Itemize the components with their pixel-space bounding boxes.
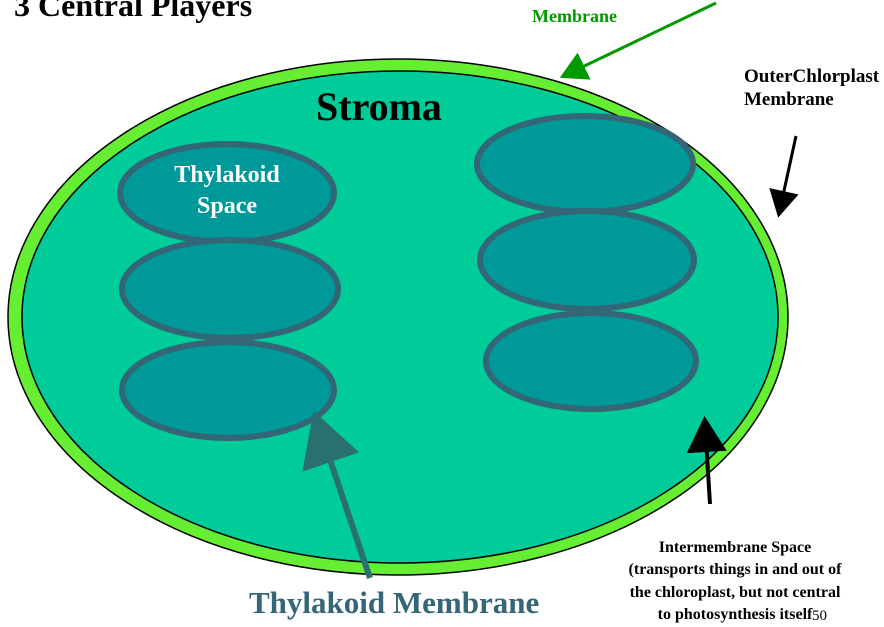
thylakoid-left-3 (122, 342, 334, 438)
thylakoid-right-3 (486, 313, 696, 409)
thylakoid-space-label: Thylakoid Space (118, 160, 336, 222)
intermembrane-label-line-2: (transports things in and out of (578, 559, 884, 581)
thylakoid-space-label-line-2: Space (118, 191, 336, 222)
thylakoid-space-label-line-1: Thylakoid (118, 160, 336, 191)
outer-membrane-label-line-1: OuterChlorplast (744, 66, 879, 89)
outer-membrane-label-line-2: Membrane (744, 89, 879, 112)
outer-membrane-arrow (782, 136, 796, 200)
intermembrane-label-line-1: Intermembrane Space (578, 537, 884, 559)
slide-title: 3 Central Players (14, 0, 252, 24)
stroma-label: Stroma (316, 84, 442, 130)
thylakoid-right-1 (477, 116, 693, 212)
intermembrane-space-label: Intermembrane Space (transports things i… (578, 537, 884, 627)
intermembrane-label-line-4: to photosynthesis itself (578, 604, 884, 626)
page-number: 50 (812, 608, 827, 625)
thylakoid-right-2 (480, 211, 694, 309)
thylakoid-left-2 (122, 240, 338, 338)
intermembrane-label-line-3: the chloroplast, but not central (578, 582, 884, 604)
thylakoid-membrane-label: Thylakoid Membrane (249, 585, 539, 621)
outer-membrane-label: OuterChlorplast Membrane (744, 66, 879, 112)
inner-membrane-label: Membrane (532, 6, 617, 27)
